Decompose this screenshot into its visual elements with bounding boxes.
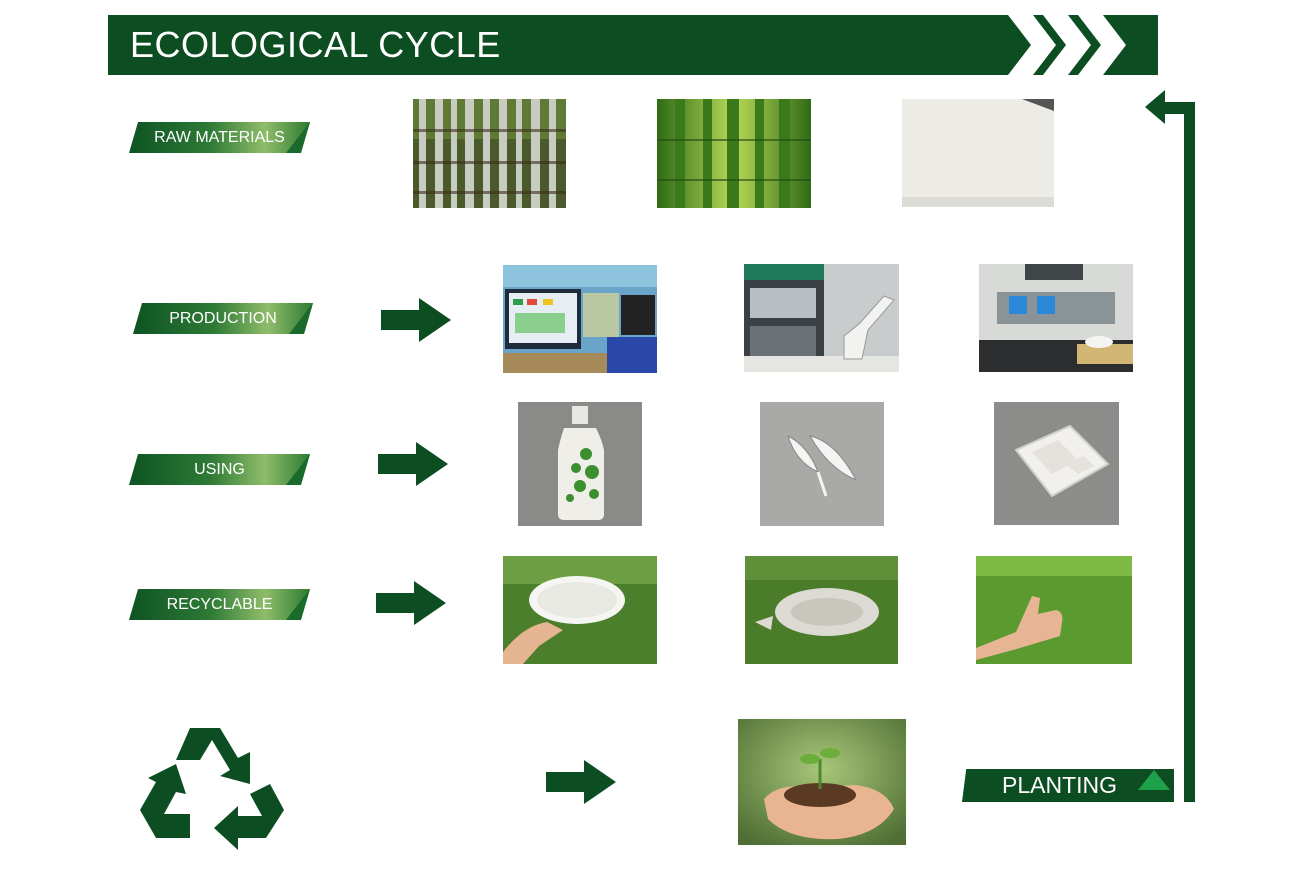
photo-leaf-utensils (760, 402, 884, 526)
photo-pulp-sheet (902, 99, 1054, 207)
header-banner (108, 15, 1158, 75)
stage-label: RECYCLABLE (166, 596, 273, 613)
cycle-return-arrow-icon (1145, 90, 1195, 802)
recycle-icon (140, 728, 284, 850)
triangle-icon (1138, 770, 1170, 790)
stage-using: USING (129, 454, 310, 485)
stage-planting: PLANTING (962, 769, 1174, 802)
arrow-right-icon (381, 298, 451, 342)
page-title: ECOLOGICAL CYCLE (130, 24, 501, 65)
arrow-right-icon (378, 442, 448, 486)
stage-label: PRODUCTION (169, 310, 277, 327)
stage-recyclable: RECYCLABLE (129, 589, 310, 620)
photo-plate-hand (503, 556, 657, 664)
photo-sugarcane (413, 99, 566, 208)
photo-thumbs-up (976, 556, 1132, 664)
stage-label: USING (194, 461, 245, 478)
photo-robot-arm (744, 264, 899, 372)
arrow-right-icon (546, 760, 616, 804)
photo-molding-machine (979, 264, 1133, 372)
photo-bamboo (657, 99, 811, 208)
photo-bottle (518, 402, 642, 526)
photo-control-room (503, 265, 657, 373)
stage-production: PRODUCTION (133, 303, 313, 334)
stage-label: PLANTING (1002, 772, 1118, 798)
chevrons-icon (1008, 15, 1158, 75)
stage-label: RAW MATERIALS (154, 129, 285, 146)
stage-raw-materials: RAW MATERIALS (129, 122, 310, 153)
photo-seedling-hands (738, 719, 906, 845)
arrow-right-icon (376, 581, 446, 625)
photo-packaging-tray (994, 402, 1119, 525)
photo-decomposed-plate (745, 556, 898, 664)
